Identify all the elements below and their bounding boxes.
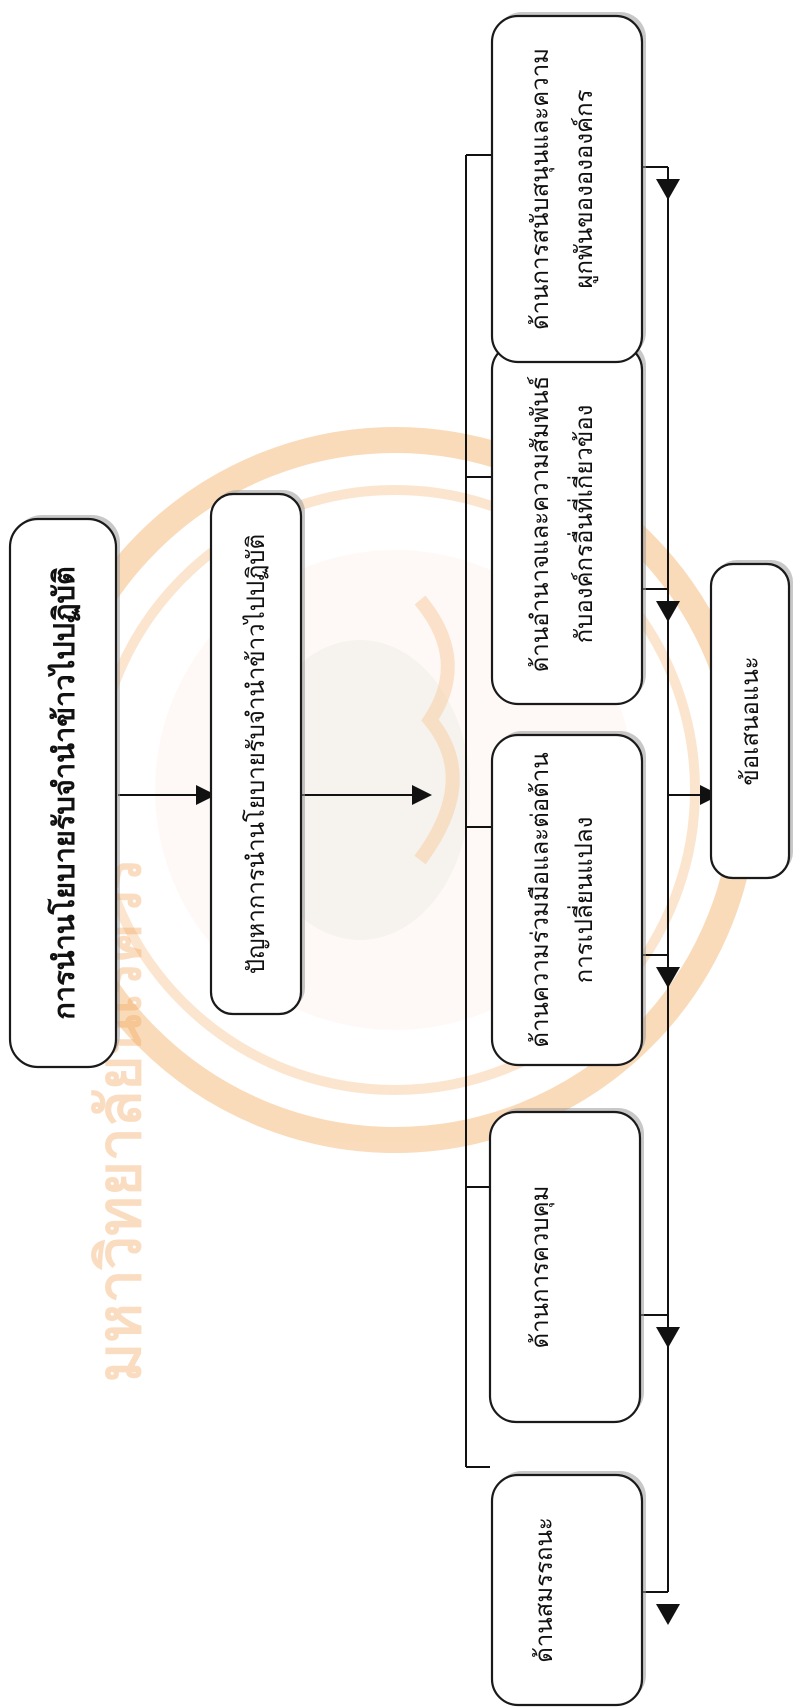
factor-3-line1: ด้านความร่วมมือและต่อต้าน [526, 752, 554, 1047]
factor-3-line2: การเปลี่ยนแปลง [567, 817, 598, 984]
arrow-problems-to-factors [412, 785, 432, 805]
factor-5-line2: ผูกพันของององค์กร [570, 89, 599, 288]
factor-box-3: ด้านความร่วมมือและต่อต้าน การเปลี่ยนแปลง [490, 731, 646, 1067]
arrow-factor1 [656, 1604, 680, 1625]
factor-2-line1: ด้านการควบคุม [526, 1185, 555, 1348]
problems-box-label: ปัญหาการนำนโยบายรับจำนำข้าวไปปฏิบัติ [242, 534, 270, 974]
connector-lines [118, 154, 705, 1593]
factor-1-line1: ด้านสมรรถนะ [530, 1517, 558, 1663]
recommendation-box-label: ข้อเสนอแนะ [736, 656, 764, 785]
arrow-factor3 [656, 967, 680, 988]
arrow-factor5 [656, 179, 680, 200]
problems-box: ปัญหาการนำนโยบายรับจำนำข้าวไปปฏิบัติ [209, 490, 305, 1016]
factor-5-line1: ด้านการสนับสนุนและความ [526, 48, 555, 330]
factor-4-line2: กับองค์กรอื่นที่เกี่ยวข้อง [567, 405, 598, 644]
factor-box-5: ด้านการสนับสนุนและความ ผูกพันของององค์กร [490, 12, 646, 364]
factor-box-1: ด้านสมรรถนะ [490, 1471, 646, 1707]
recommendation-box: ข้อเสนอแนะ [709, 560, 793, 880]
arrow-policy-to-problems [196, 785, 216, 805]
policy-box-label: การนำนโยบายรับจำนำข้าวไปปฏิบัติ [46, 566, 81, 1019]
factor-4-line1: ด้านอำนาจและความสัมพันธ์ [526, 376, 554, 673]
factor-box-4: ด้านอำนาจและความสัมพันธ์ กับองค์กรอื่นที… [490, 340, 646, 706]
policy-box: การนำนโยบายรับจำนำข้าวไปปฏิบัติ [8, 515, 120, 1069]
factor-box-2: ด้านการควบคุม [488, 1108, 644, 1424]
arrow-factor4 [656, 601, 680, 622]
arrow-factor2 [656, 1327, 680, 1348]
